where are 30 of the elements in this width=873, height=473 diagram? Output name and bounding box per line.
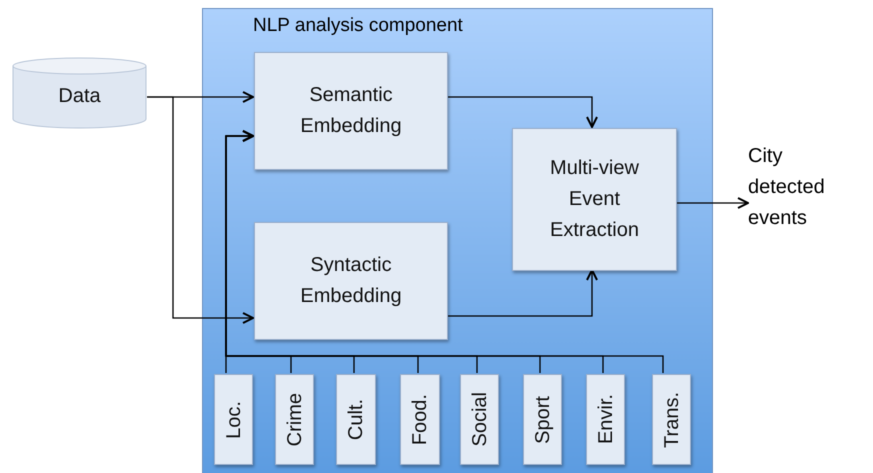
category-label: Sport (532, 396, 552, 444)
process-box (254, 222, 448, 340)
category-box (586, 374, 625, 465)
panel-title: NLP analysis component (253, 15, 463, 37)
arrow (676, 197, 749, 209)
output-label: City detected events (748, 144, 826, 231)
category-box (275, 374, 314, 465)
arrow (447, 96, 598, 128)
process-box (512, 128, 677, 271)
category-label: Crime (284, 392, 304, 446)
category-label: Social (470, 392, 490, 447)
arrow (447, 269, 598, 317)
node-label: Data (58, 85, 101, 108)
category-label: Loc. (224, 400, 244, 438)
category-box (652, 374, 691, 465)
category-label: Envir. (596, 394, 616, 445)
category-box (214, 374, 253, 465)
process-label: Syntactic Embedding (299, 253, 403, 309)
category-label: Food. (410, 394, 430, 446)
category-box (523, 374, 562, 465)
category-box (460, 374, 499, 465)
process-label: Semantic Embedding (299, 83, 403, 139)
category-box (400, 374, 440, 465)
process-label: Multi-view Event Extraction (549, 156, 640, 243)
process-box (254, 52, 448, 170)
arrow (147, 96, 254, 324)
category-label: Cult. (346, 398, 366, 440)
category-label: Trans. (662, 392, 682, 448)
component-panel (202, 8, 713, 473)
category-box (336, 374, 376, 465)
